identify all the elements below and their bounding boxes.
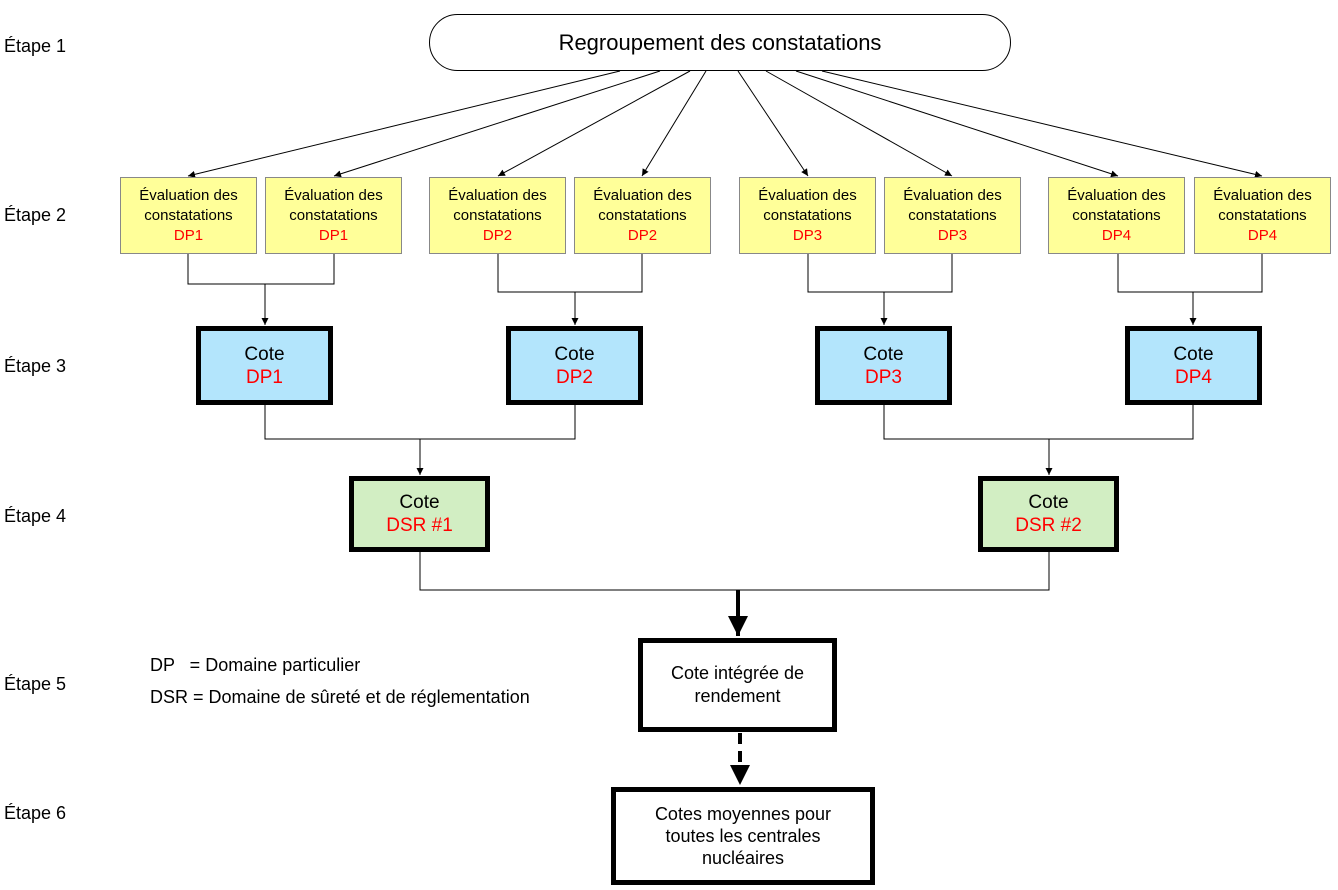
eval-line2: constatations bbox=[289, 206, 378, 224]
legend-dsr: DSR = Domaine de sûreté et de réglementa… bbox=[150, 687, 530, 707]
step-label-2: Étape 2 bbox=[4, 205, 67, 225]
eval-line1: Évaluation des bbox=[903, 186, 1002, 204]
dp-rating-code: DP4 bbox=[1175, 366, 1212, 388]
eval-box-dp2-b: Évaluation des constatations DP2 bbox=[574, 177, 711, 254]
eval-code: DP3 bbox=[792, 226, 823, 244]
eval-line2: constatations bbox=[763, 206, 852, 224]
eval-line1: Évaluation des bbox=[448, 186, 547, 204]
eval-code: DP1 bbox=[173, 226, 204, 244]
dp-rating-label: Cote bbox=[554, 343, 595, 365]
eval-box-dp4-a: Évaluation des constatations DP4 bbox=[1048, 177, 1185, 254]
findings-grouping-box: Regroupement des constatations bbox=[429, 14, 1011, 71]
eval-line2: constatations bbox=[1072, 206, 1161, 224]
eval-box-dp2-a: Évaluation des constatations DP2 bbox=[429, 177, 566, 254]
eval-code: DP1 bbox=[318, 226, 349, 244]
eval-code: DP2 bbox=[627, 226, 658, 244]
dp-rating-box-3: Cote DP3 bbox=[815, 326, 952, 405]
eval-line1: Évaluation des bbox=[758, 186, 857, 204]
eval-line2: constatations bbox=[598, 206, 687, 224]
eval-code: DP4 bbox=[1247, 226, 1278, 244]
average-ratings-line1: Cotes moyennes pour bbox=[654, 804, 832, 824]
integrated-rating-box: Cote intégrée de rendement bbox=[638, 638, 837, 732]
eval-line1: Évaluation des bbox=[1213, 186, 1312, 204]
dp-rating-code: DP2 bbox=[556, 366, 593, 388]
eval-line1: Évaluation des bbox=[139, 186, 238, 204]
step-label-4: Étape 4 bbox=[4, 506, 67, 526]
step-label-6: Étape 6 bbox=[4, 803, 67, 823]
dp-rating-box-4: Cote DP4 bbox=[1125, 326, 1262, 405]
eval-box-dp1-a: Évaluation des constatations DP1 bbox=[120, 177, 257, 254]
eval-box-dp3-b: Évaluation des constatations DP3 bbox=[884, 177, 1021, 254]
eval-box-dp4-b: Évaluation des constatations DP4 bbox=[1194, 177, 1331, 254]
dsr-rating-box-2: Cote DSR #2 bbox=[978, 476, 1119, 552]
dp-rating-box-1: Cote DP1 bbox=[196, 326, 333, 405]
dsr-rating-label: Cote bbox=[1028, 492, 1069, 513]
eval-line1: Évaluation des bbox=[1067, 186, 1166, 204]
dsr-rating-code: DSR #1 bbox=[386, 515, 453, 536]
dp-rating-label: Cote bbox=[1173, 343, 1214, 365]
eval-line2: constatations bbox=[908, 206, 997, 224]
dp-rating-label: Cote bbox=[863, 343, 904, 365]
eval-code: DP4 bbox=[1101, 226, 1132, 244]
step-label-3: Étape 3 bbox=[4, 356, 67, 376]
average-ratings-line2: toutes les centrales bbox=[665, 826, 821, 846]
average-ratings-box: Cotes moyennes pour toutes les centrales… bbox=[611, 787, 875, 885]
step-label-1: Étape 1 bbox=[4, 36, 67, 56]
eval-line1: Évaluation des bbox=[284, 186, 383, 204]
integrated-rating-line1: Cote intégrée de bbox=[670, 663, 805, 683]
step-label-5: Étape 5 bbox=[4, 674, 67, 694]
integrated-rating-line2: rendement bbox=[694, 686, 781, 706]
dsr-rating-label: Cote bbox=[399, 492, 440, 513]
findings-grouping-label: Regroupement des constatations bbox=[558, 29, 882, 55]
eval-box-dp3-a: Évaluation des constatations DP3 bbox=[739, 177, 876, 254]
eval-code: DP2 bbox=[482, 226, 513, 244]
eval-line1: Évaluation des bbox=[593, 186, 692, 204]
average-ratings-line3: nucléaires bbox=[701, 848, 785, 868]
eval-line2: constatations bbox=[144, 206, 233, 224]
eval-box-dp1-b: Évaluation des constatations DP1 bbox=[265, 177, 402, 254]
dp-rating-box-2: Cote DP2 bbox=[506, 326, 643, 405]
eval-line2: constatations bbox=[1218, 206, 1307, 224]
dp-rating-code: DP3 bbox=[865, 366, 902, 388]
dsr-rating-code: DSR #2 bbox=[1015, 515, 1082, 536]
dp-rating-code: DP1 bbox=[246, 366, 283, 388]
eval-line2: constatations bbox=[453, 206, 542, 224]
legend-dp: DP = Domaine particulier bbox=[150, 655, 361, 675]
eval-code: DP3 bbox=[937, 226, 968, 244]
dsr-rating-box-1: Cote DSR #1 bbox=[349, 476, 490, 552]
dp-rating-label: Cote bbox=[244, 343, 285, 365]
